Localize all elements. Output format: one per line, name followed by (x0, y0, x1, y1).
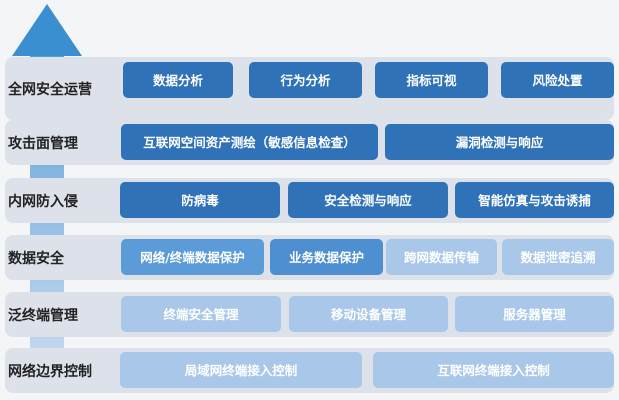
layer-label: 攻击面管理 (8, 135, 78, 152)
layer-attack-surface: 攻击面管理 互联网空间资产测绘（敏感信息检查） 漏洞检测与响应 (5, 120, 614, 165)
layer-item: 防病毒 (120, 182, 280, 218)
layer-label: 泛终端管理 (8, 307, 78, 324)
layer-item: 网络/终端数据保护 (121, 239, 264, 275)
layer-label: 全网安全运营 (8, 81, 92, 98)
layer-item: 互联网终端接入控制 (373, 352, 614, 388)
layer-item: 移动设备管理 (289, 296, 448, 332)
layer-item: 风险处置 (501, 62, 614, 98)
layer-data-security: 数据安全 网络/终端数据保护 业务数据保护 跨网数据传输 数据泄密追溯 (5, 235, 614, 280)
layer-item: 智能仿真与攻击诱捕 (455, 182, 614, 218)
layer-label: 内网防入侵 (8, 193, 78, 210)
layer-security-operations: 全网安全运营 数据分析 行为分析 指标可视 风险处置 (5, 57, 614, 120)
layer-label: 数据安全 (8, 250, 64, 267)
layer-item: 服务器管理 (455, 296, 614, 332)
layer-intrusion-prevention: 内网防入侵 防病毒 安全检测与响应 智能仿真与攻击诱捕 (5, 178, 614, 223)
layer-item: 安全检测与响应 (288, 182, 448, 218)
layer-item: 业务数据保护 (270, 239, 383, 275)
up-arrow-icon (12, 4, 82, 56)
layer-item: 行为分析 (249, 62, 362, 98)
layer-item: 漏洞检测与响应 (385, 124, 614, 160)
layer-label: 网络边界控制 (8, 363, 92, 380)
layer-item: 指标可视 (375, 62, 488, 98)
layer-item: 数据泄密追溯 (502, 239, 614, 275)
layer-item: 终端安全管理 (121, 296, 281, 332)
layer-item: 数据分析 (123, 62, 233, 98)
layer-endpoint-management: 泛终端管理 终端安全管理 移动设备管理 服务器管理 (5, 292, 614, 337)
layer-item: 互联网空间资产测绘（敏感信息检查） (121, 124, 378, 160)
layer-item: 跨网数据传输 (386, 239, 497, 275)
layer-item: 局域网终端接入控制 (120, 352, 362, 388)
layer-network-boundary: 网络边界控制 局域网终端接入控制 互联网终端接入控制 (5, 348, 614, 393)
